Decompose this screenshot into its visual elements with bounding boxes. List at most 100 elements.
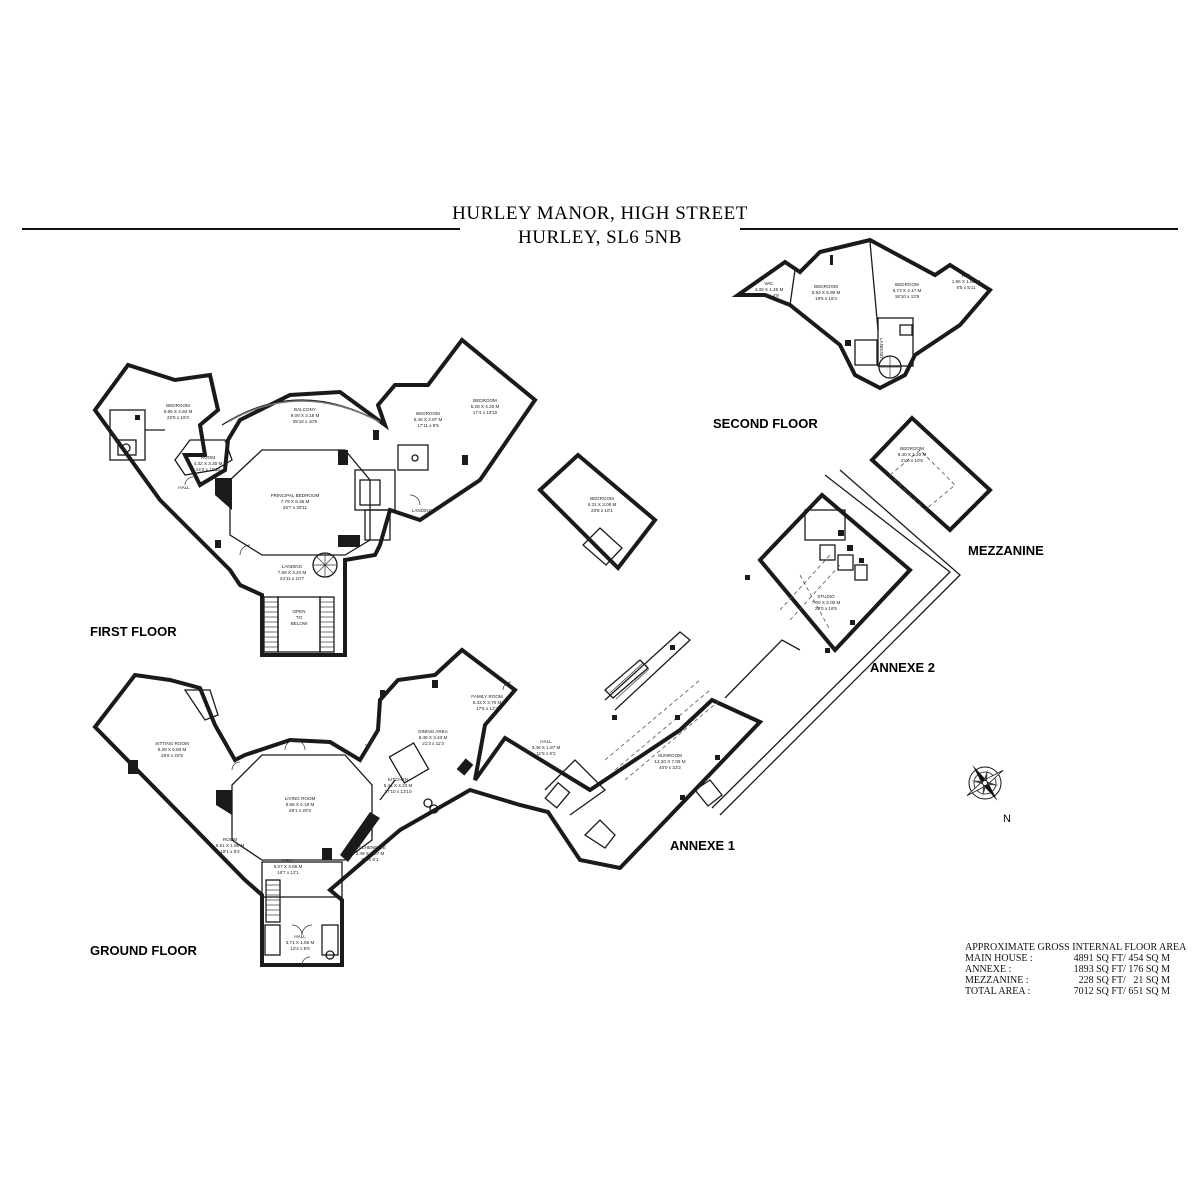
- svg-text:BEDROOM: BEDROOM: [473, 398, 497, 403]
- svg-text:18'1 x 6'2: 18'1 x 6'2: [220, 849, 240, 854]
- area-row-value: 228 SQ FT/ 21 SQ M: [1079, 975, 1171, 986]
- area-row-value: 7012 SQ FT/ 651 SQ M: [1074, 986, 1171, 997]
- svg-text:BEDROOM: BEDROOM: [895, 282, 919, 287]
- compass-rose-icon: [966, 764, 1004, 802]
- svg-text:17'6 x 12'2: 17'6 x 12'2: [476, 706, 498, 711]
- svg-text:28'1 x 20'3: 28'1 x 20'3: [289, 808, 311, 813]
- svg-text:26'6 x 22'5: 26'6 x 22'5: [161, 753, 183, 758]
- svg-text:DINING AREA: DINING AREA: [418, 729, 449, 734]
- svg-text:BEDROOM: BEDROOM: [814, 284, 838, 289]
- compass-north-label: N: [1003, 813, 1011, 825]
- svg-text:SUNROOM: SUNROOM: [658, 753, 682, 758]
- svg-text:5.33 X 3.70 M: 5.33 X 3.70 M: [473, 700, 502, 705]
- svg-text:HALL: HALL: [294, 934, 306, 939]
- svg-text:11'5 x 6'2: 11'5 x 6'2: [536, 751, 555, 756]
- area-row-label: MAIN HOUSE :: [965, 953, 1033, 964]
- svg-text:BEDROOM: BEDROOM: [590, 496, 614, 501]
- title-line-1: HURLEY MANOR, HIGH STREET: [452, 203, 748, 224]
- svg-text:5.44 X 4.23 M: 5.44 X 4.23 M: [384, 783, 413, 788]
- ff-stair-right: [319, 596, 335, 653]
- svg-text:21'3 x 11'3: 21'3 x 11'3: [422, 741, 444, 746]
- svg-text:9.09 X 3.18 M: 9.09 X 3.18 M: [291, 413, 320, 418]
- area-table-heading: APPROXIMATE GROSS INTERNAL FLOOR AREA: [965, 942, 1187, 953]
- svg-text:8.29 X 6.83 M: 8.29 X 6.83 M: [158, 747, 187, 752]
- svg-text:6.40 X 3.20 M: 6.40 X 3.20 M: [898, 452, 927, 457]
- ff-label-open-to-below: OPEN TO BELOW: [291, 609, 308, 626]
- svg-text:BEDROOM: BEDROOM: [166, 403, 190, 408]
- area-row-label: TOTAL AREA :: [965, 986, 1030, 997]
- an1-label-sunroom: SUNROOM 12.20 X 7.05 M 40'0 x 23'2: [654, 753, 685, 770]
- label-ground-floor: GROUND FLOOR: [90, 943, 197, 958]
- svg-text:29'10 x 10'5: 29'10 x 10'5: [293, 419, 318, 424]
- mz-label-bedroom-1: BEDROOM 6.31 X 3.08 M 20'8 x 10'1: [588, 496, 617, 513]
- label-second-floor: SECOND FLOOR: [713, 416, 818, 431]
- svg-text:FAMILY ROOM: FAMILY ROOM: [471, 694, 503, 699]
- svg-text:BALCONY: BALCONY: [294, 407, 316, 412]
- svg-text:W/C: W/C: [962, 273, 972, 278]
- svg-text:LANDING: LANDING: [282, 564, 303, 569]
- area-row-label: MEZZANINE :: [965, 975, 1029, 986]
- gf-label-sitting-room: SITTING ROOM 8.29 X 6.83 M 26'6 x 22'5: [155, 741, 189, 758]
- svg-text:7.00 X 5.00 M: 7.00 X 5.00 M: [812, 600, 841, 605]
- svg-text:25'7 x 20'11: 25'7 x 20'11: [283, 505, 308, 510]
- annexe-2-plan: STUDIO 7.00 X 5.00 M 23'0 x 16'5: [694, 469, 961, 816]
- svg-text:6.95 X 4.93 M: 6.95 X 4.93 M: [164, 409, 193, 414]
- svg-text:19'6 x 19'4: 19'6 x 19'4: [815, 296, 837, 301]
- sf-label-wc-1: W/C 4.38 X 1.45 M 14'5 x 4'9: [755, 281, 784, 298]
- svg-text:KITCHEN: KITCHEN: [388, 777, 408, 782]
- area-row-value: 4891 SQ FT/ 454 SQ M: [1074, 953, 1171, 964]
- gf-label-kitchen: KITCHEN 5.44 X 4.23 M 17'10 x 13'10: [384, 777, 413, 794]
- gf-label-family-room: FAMILY ROOM 5.33 X 3.70 M 17'6 x 12'2: [471, 694, 503, 711]
- svg-text:1.96 X 1.80 M: 1.96 X 1.80 M: [952, 279, 981, 284]
- svg-text:7.79 X 6.36 M: 7.79 X 6.36 M: [281, 499, 310, 504]
- svg-text:12.20 X 7.05 M: 12.20 X 7.05 M: [654, 759, 685, 764]
- gf-label-hall-2: HALL 3.71 X 1.66 M 12'2 x 5'5: [286, 934, 315, 951]
- svg-text:8'2 x 6'1: 8'2 x 6'1: [362, 857, 379, 862]
- svg-text:TO: TO: [296, 615, 303, 620]
- svg-text:20'8 x 10'1: 20'8 x 10'1: [591, 508, 613, 513]
- label-annexe-2: ANNEXE 2: [870, 660, 935, 675]
- ff-label-hall: HALL: [178, 485, 190, 490]
- label-annexe-1: ANNEXE 1: [670, 838, 735, 853]
- sf-label-bedroom-2: BEDROOM 5.73 X 4.17 M 18'10 x 13'8: [893, 282, 922, 299]
- mezzanine-plan: BEDROOM 6.31 X 3.08 M 20'8 x 10'1 BEDROO…: [537, 415, 993, 572]
- svg-text:24'11 x 10'7: 24'11 x 10'7: [280, 576, 305, 581]
- svg-text:40'0 x 23'2: 40'0 x 23'2: [659, 765, 681, 770]
- svg-text:6.48 X 3.43 M: 6.48 X 3.43 M: [419, 735, 448, 740]
- svg-text:14'2 x 10'10: 14'2 x 10'10: [196, 467, 221, 472]
- svg-text:BEDROOM: BEDROOM: [900, 446, 924, 451]
- ff-label-landing: LANDING 7.59 X 3.24 M 24'11 x 10'7: [278, 564, 307, 581]
- svg-text:5.73 X 4.17 M: 5.73 X 4.17 M: [893, 288, 922, 293]
- ff-label-bedroom-3: BEDROOM 5.28 X 4.20 M 17'4 x 13'10: [471, 398, 500, 415]
- ground-floor-plan: SITTING ROOM 8.29 X 6.83 M 26'6 x 22'5 L…: [92, 631, 764, 967]
- gf-label-kitchenette: KITCHENETTE 2.49 X 1.87 M 8'2 x 6'1: [354, 845, 386, 862]
- ff-label-principal-bedroom: PRINCIPAL BEDROOM 7.79 X 6.36 M 25'7 x 2…: [271, 493, 320, 510]
- area-table: APPROXIMATE GROSS INTERNAL FLOOR AREA MA…: [965, 942, 1187, 997]
- svg-text:17'4 x 13'10: 17'4 x 13'10: [473, 410, 498, 415]
- an1-label-hall: HALL 3.48 X 1.87 M 11'5 x 6'2: [532, 739, 561, 756]
- title-line-2: HURLEY, SL6 5NB: [518, 227, 682, 248]
- gf-stair: [265, 879, 281, 923]
- gf-label-dining-area: DINING AREA 6.48 X 3.43 M 21'3 x 11'3: [418, 729, 449, 746]
- gf-label-living-room: LIVING ROOM 8.56 X 6.18 M 28'1 x 20'3: [285, 796, 316, 813]
- ff-label-bedroom-1: BEDROOM 6.95 X 4.93 M 22'8 x 16'3: [164, 403, 193, 420]
- label-mezzanine: MEZZANINE: [968, 543, 1044, 558]
- svg-text:23'0 x 16'5: 23'0 x 16'5: [815, 606, 837, 611]
- svg-text:W/C: W/C: [765, 281, 775, 286]
- svg-text:BELOW: BELOW: [291, 621, 308, 626]
- svg-text:17'11 x 9'5: 17'11 x 9'5: [417, 423, 439, 428]
- ff-label-balcony: BALCONY 9.09 X 3.18 M 29'10 x 10'5: [291, 407, 320, 424]
- ff-stair-left: [263, 596, 279, 653]
- svg-text:HALL: HALL: [540, 739, 552, 744]
- svg-text:KITCHENETTE: KITCHENETTE: [354, 845, 386, 850]
- svg-text:4.32 X 3.30 M: 4.32 X 3.30 M: [194, 461, 223, 466]
- svg-text:2.49 X 1.87 M: 2.49 X 1.87 M: [356, 851, 385, 856]
- svg-text:5.46 X 2.87 M: 5.46 X 2.87 M: [414, 417, 443, 422]
- svg-text:3.71 X 1.66 M: 3.71 X 1.66 M: [286, 940, 315, 945]
- second-floor-plan: W/C 4.38 X 1.45 M 14'5 x 4'9 BEDROOM 5.9…: [731, 237, 994, 391]
- ff-label-room: ROOM 4.32 X 3.30 M 14'2 x 10'10: [194, 455, 223, 472]
- an2-label-studio: STUDIO 7.00 X 5.00 M 23'0 x 16'5: [812, 594, 841, 611]
- gf-label-room: ROOM 5.51 X 1.89 M 18'1 x 6'2: [216, 837, 245, 854]
- label-first-floor: FIRST FLOOR: [90, 624, 177, 639]
- svg-text:6'5 x 5'11: 6'5 x 5'11: [956, 285, 975, 290]
